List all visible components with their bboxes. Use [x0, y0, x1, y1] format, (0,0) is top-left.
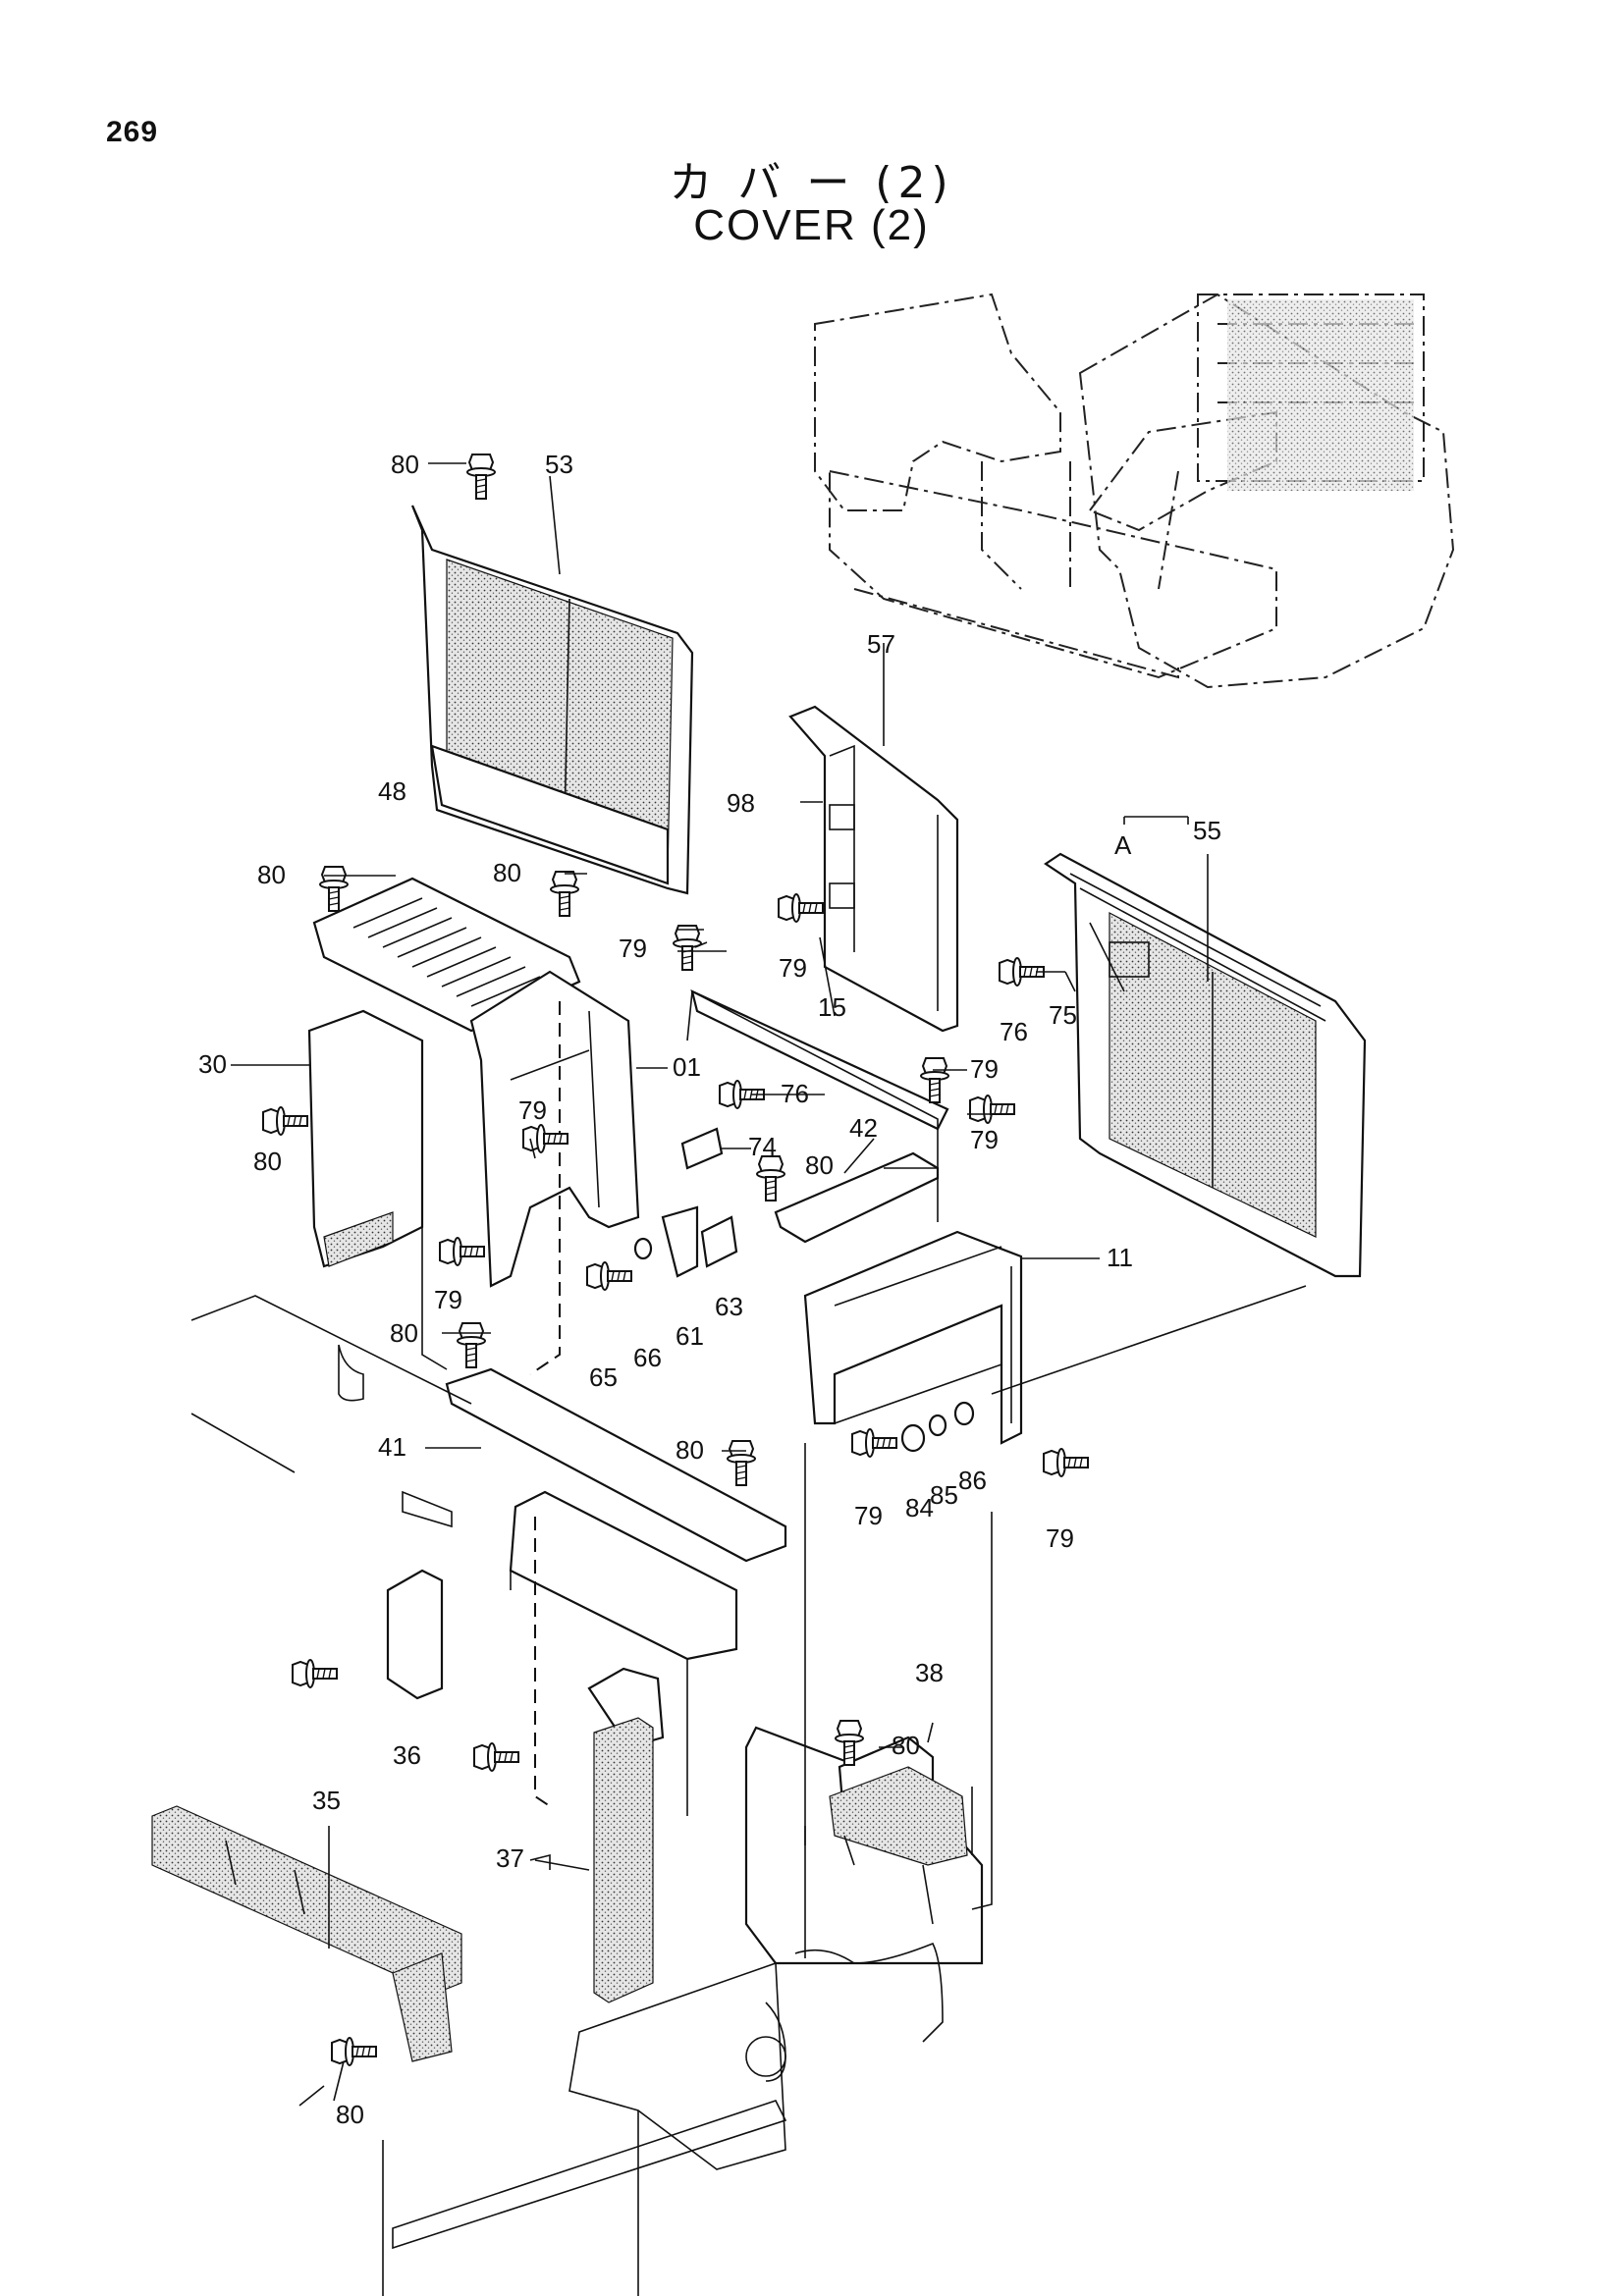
part-55-large-cover: [1044, 852, 1367, 1278]
callout-labels: 80 53 57 98 79 48 80 80 79 15 A 55 76 75…: [198, 450, 1221, 2129]
callout-86: 86: [958, 1466, 987, 1495]
machine-overview: [814, 293, 1455, 689]
page-title-japanese: カ バ ー (2): [669, 158, 954, 208]
part-36-bracket: [386, 1569, 444, 1700]
part-57-side-cover: [788, 705, 959, 1033]
callout-41: 41: [378, 1432, 406, 1462]
callout-42: 42: [849, 1113, 878, 1143]
callout-15: 15: [818, 992, 846, 1022]
page-title-english: COVER (2): [693, 201, 930, 249]
part-11-frame: [803, 1230, 1023, 1445]
washer-icon: [633, 1237, 653, 1260]
nut-icon: [900, 1423, 926, 1453]
bolt-icon: [457, 1322, 486, 1368]
callout-74: 74: [748, 1132, 777, 1161]
bolt-icon: [331, 2037, 377, 2066]
callout-80: 80: [805, 1150, 834, 1180]
callout-57: 57: [867, 629, 895, 659]
callout-79: 79: [518, 1095, 547, 1125]
bolt-icon: [727, 1440, 756, 1486]
bolt-icon: [550, 871, 579, 917]
callout-80: 80: [676, 1435, 704, 1465]
bolt-icon: [851, 1428, 897, 1458]
callout-61: 61: [676, 1321, 704, 1351]
callout-80: 80: [892, 1731, 920, 1760]
callout-35: 35: [312, 1786, 341, 1815]
callout-76: 76: [1000, 1017, 1028, 1046]
callout-01: 01: [673, 1052, 701, 1082]
part-30-side-plate: [307, 1009, 424, 1268]
bolt-icon: [920, 1057, 949, 1103]
part-48-grille: [312, 877, 581, 1033]
callout-A: A: [1114, 830, 1132, 860]
callout-55: 55: [1193, 816, 1221, 845]
part-37-foam: [587, 1667, 665, 2003]
callout-79: 79: [970, 1054, 999, 1084]
callout-36: 36: [393, 1740, 421, 1770]
spring-washer-icon: [928, 1414, 947, 1437]
callout-79: 79: [619, 934, 647, 963]
small-brackets: [661, 1127, 738, 1278]
bolt-icon: [673, 925, 702, 971]
leader-lines: [231, 462, 1209, 2107]
callout-66: 66: [633, 1343, 662, 1372]
bolt-icon: [262, 1106, 308, 1136]
callout-80: 80: [336, 2100, 364, 2129]
callout-48: 48: [378, 776, 406, 806]
part-41-cover-plate: [445, 1367, 787, 1563]
part-38-bracket: [829, 1735, 968, 1925]
callout-80: 80: [253, 1147, 282, 1176]
bolt-icon: [1043, 1448, 1089, 1477]
callout-38: 38: [915, 1658, 944, 1687]
callout-76: 76: [781, 1079, 809, 1108]
fasteners: [262, 454, 1089, 2066]
callout-98: 98: [727, 788, 755, 818]
callout-80: 80: [257, 860, 286, 889]
bolt-icon: [778, 893, 824, 923]
bolt-icon: [292, 1659, 338, 1688]
bolt-icon: [466, 454, 496, 500]
bolt-icon: [439, 1237, 485, 1266]
callout-79: 79: [970, 1125, 999, 1154]
callout-11: 11: [1107, 1243, 1133, 1272]
bolt-icon: [756, 1155, 785, 1201]
callout-79: 79: [1046, 1523, 1074, 1553]
bolt-icon: [586, 1261, 632, 1291]
callout-80: 80: [390, 1318, 418, 1348]
bolt-icon: [969, 1095, 1015, 1124]
page-number: 269: [106, 116, 159, 148]
callout-80: 80: [391, 450, 419, 479]
callout-80: 80: [493, 858, 521, 887]
alignment-lines: [421, 922, 1307, 1910]
callout-79: 79: [434, 1285, 462, 1314]
part-42-plate: [774, 1151, 940, 1244]
part-35-foam-strip: [151, 1805, 462, 2062]
callout-37: 37: [496, 1843, 524, 1873]
washer-icon: [953, 1401, 975, 1426]
bolt-icon: [473, 1742, 519, 1772]
callout-84: 84: [905, 1493, 934, 1522]
callout-79: 79: [854, 1501, 883, 1530]
callout-63: 63: [715, 1292, 743, 1321]
part-01-frame: [469, 970, 640, 1375]
part-53-cover-panel: [410, 505, 694, 895]
bolt-icon: [319, 866, 349, 912]
callout-30: 30: [198, 1049, 227, 1079]
callout-75: 75: [1049, 1000, 1077, 1030]
callout-79: 79: [779, 953, 807, 983]
callout-85: 85: [930, 1480, 958, 1510]
callout-53: 53: [545, 450, 573, 479]
callout-65: 65: [589, 1362, 618, 1392]
